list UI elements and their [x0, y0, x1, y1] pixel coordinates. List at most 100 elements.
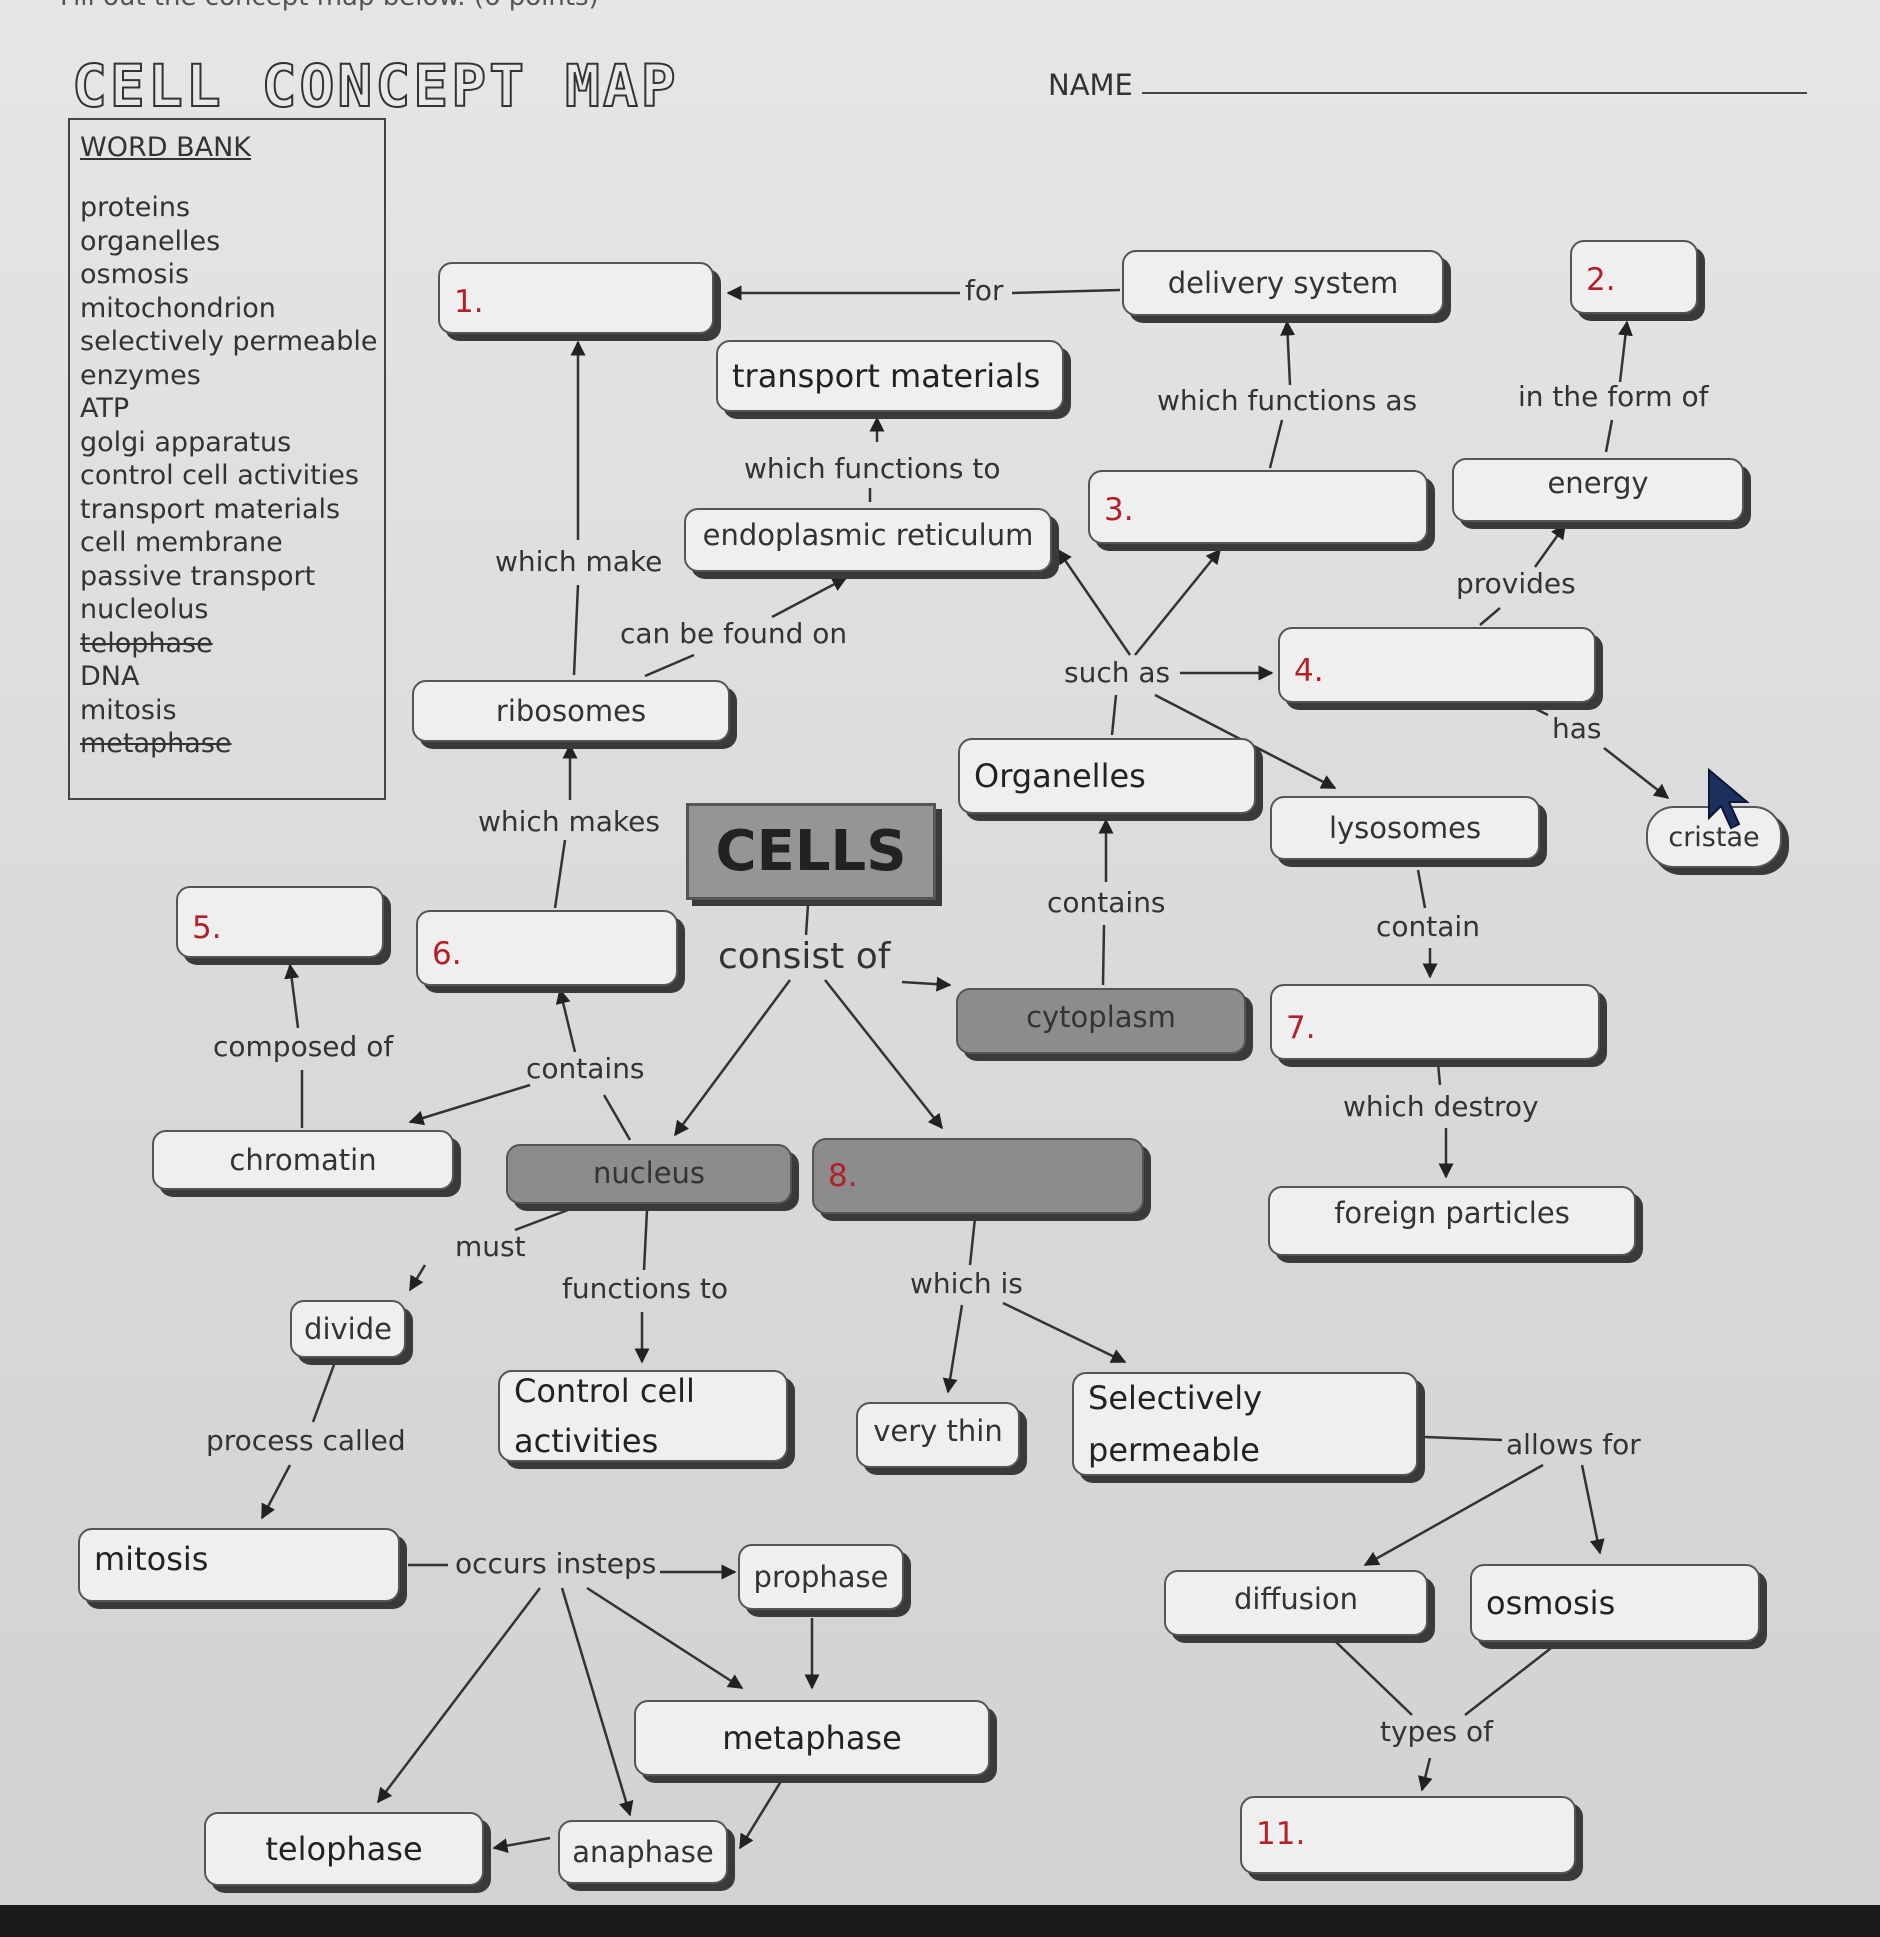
- link-label-which-makes: which makes: [478, 805, 660, 838]
- link-label-occurs-insteps: occurs insteps: [455, 1547, 657, 1580]
- metaphase-label: metaphase: [722, 1719, 902, 1757]
- link-label-functions-to: functions to: [562, 1272, 728, 1305]
- cristae-label: cristae: [1668, 821, 1760, 853]
- blank-4-box[interactable]: 4.: [1278, 627, 1596, 703]
- organelles-label: Organelles: [974, 757, 1146, 795]
- link-line: [1603, 747, 1670, 799]
- control-cell-activities-box: Control cell activities: [498, 1370, 788, 1462]
- link-line: [1280, 320, 1296, 386]
- word-bank-item: selectively permeable: [80, 326, 378, 357]
- word-bank-item: organelles: [80, 225, 221, 257]
- link-line: [771, 576, 848, 619]
- diffusion-label: diffusion: [1233, 1582, 1359, 1616]
- mitosis-label: mitosis: [94, 1540, 209, 1578]
- link-label-allows-for: allows for: [1506, 1428, 1641, 1461]
- energy-box: energy: [1452, 458, 1744, 522]
- link-label-types-of: types of: [1380, 1715, 1494, 1748]
- link-label-contains-nucleus: contains: [526, 1052, 645, 1085]
- mitosis-box: mitosis: [78, 1528, 400, 1602]
- link-line: [1416, 869, 1427, 909]
- link-line: [1335, 1641, 1413, 1716]
- link-label-must: must: [455, 1230, 526, 1263]
- blank-2-number: 2.: [1586, 262, 1616, 298]
- blank-7-number: 7.: [1286, 1010, 1316, 1046]
- link-line: [408, 1264, 427, 1292]
- very-thin-box: very thin: [856, 1402, 1020, 1468]
- link-line: [1101, 924, 1106, 986]
- link-label-in-the-form-of: in the form of: [1518, 380, 1709, 413]
- link-line: [492, 1836, 551, 1854]
- word-bank-item: passive transport: [80, 560, 316, 592]
- word-bank-title: WORD BANK: [80, 132, 251, 163]
- link-line: [1580, 1464, 1605, 1555]
- word-bank-item: DNA: [80, 661, 140, 692]
- transport-materials-box: transport materials: [716, 340, 1064, 412]
- link-line: [1436, 1062, 1442, 1086]
- link-line: [942, 1304, 964, 1394]
- delivery-system-label: delivery system: [1167, 266, 1399, 300]
- blank-1-box[interactable]: 1.: [438, 262, 714, 334]
- metaphase-box: metaphase: [634, 1700, 990, 1776]
- link-line: [260, 1464, 292, 1520]
- blank-8-box[interactable]: 8.: [812, 1138, 1144, 1214]
- energy-label: energy: [1547, 466, 1649, 500]
- link-line: [377, 1587, 541, 1804]
- nucleus-box: nucleus: [506, 1144, 792, 1204]
- link-line: [824, 979, 943, 1130]
- link-label-contains-organelles: contains: [1047, 886, 1166, 919]
- blank-3-box[interactable]: 3.: [1088, 470, 1428, 544]
- link-line: [1056, 548, 1132, 656]
- link-line: [1531, 705, 1549, 717]
- blank-11-number: 11.: [1256, 1816, 1306, 1852]
- blank-6-box[interactable]: 6.: [416, 910, 678, 986]
- link-line: [553, 839, 567, 909]
- blank-2-box[interactable]: 2.: [1570, 240, 1698, 314]
- word-bank-item: enzymes: [80, 359, 201, 391]
- link-line: [514, 1208, 569, 1232]
- blank-6-number: 6.: [432, 936, 462, 972]
- link-line: [1417, 1757, 1433, 1792]
- divide-label: divide: [304, 1312, 392, 1346]
- word-bank-item: mitochondrion: [80, 292, 276, 324]
- word-bank-item: mitosis: [80, 694, 177, 726]
- word-bank-item: ATP: [80, 393, 130, 424]
- link-line: [602, 1094, 632, 1141]
- nucleus-label: nucleus: [592, 1156, 706, 1190]
- link-line: [1533, 523, 1567, 568]
- link-line: [804, 904, 810, 936]
- lysosomes-box: lysosomes: [1270, 796, 1540, 860]
- word-bank-item: cell membrane: [80, 527, 283, 558]
- anaphase-box: anaphase: [558, 1820, 728, 1884]
- blank-11-box[interactable]: 11.: [1240, 1796, 1576, 1874]
- telophase-label: telophase: [265, 1830, 423, 1868]
- cytoplasm-label: cytoplasm: [1026, 1000, 1176, 1034]
- selectively-permeable-box: Selectively permeable: [1072, 1372, 1418, 1476]
- link-label-which-make: which make: [495, 545, 663, 578]
- blank-3-number: 3.: [1104, 492, 1134, 528]
- control-cell-activities-label: Control cell activities: [514, 1372, 695, 1460]
- divide-box: divide: [290, 1300, 406, 1358]
- anaphase-label: anaphase: [572, 1835, 714, 1869]
- ribosomes-label: ribosomes: [495, 694, 647, 728]
- link-line: [586, 1586, 744, 1690]
- link-line: [1617, 320, 1633, 383]
- blank-7-box[interactable]: 7.: [1270, 984, 1600, 1060]
- prophase-box: prophase: [738, 1544, 904, 1610]
- link-label-which-destroy: which destroy: [1343, 1090, 1539, 1123]
- blank-5-box[interactable]: 5.: [176, 886, 384, 958]
- blank-5-number: 5.: [192, 910, 222, 946]
- link-line: [1464, 1644, 1556, 1716]
- word-bank-item: proteins: [80, 192, 191, 223]
- name-field[interactable]: [1142, 92, 1807, 94]
- blank-4-number: 4.: [1294, 653, 1324, 689]
- link-label-which-is: which is: [910, 1267, 1023, 1300]
- delivery-system-box: delivery system: [1122, 250, 1444, 316]
- link-label-which-functions-as: which functions as: [1157, 384, 1418, 417]
- bottom-edge: [0, 1905, 1880, 1937]
- link-line: [738, 1777, 785, 1850]
- link-label-which-functions-to: which functions to: [744, 452, 1001, 485]
- word-bank-item: osmosis: [80, 259, 190, 290]
